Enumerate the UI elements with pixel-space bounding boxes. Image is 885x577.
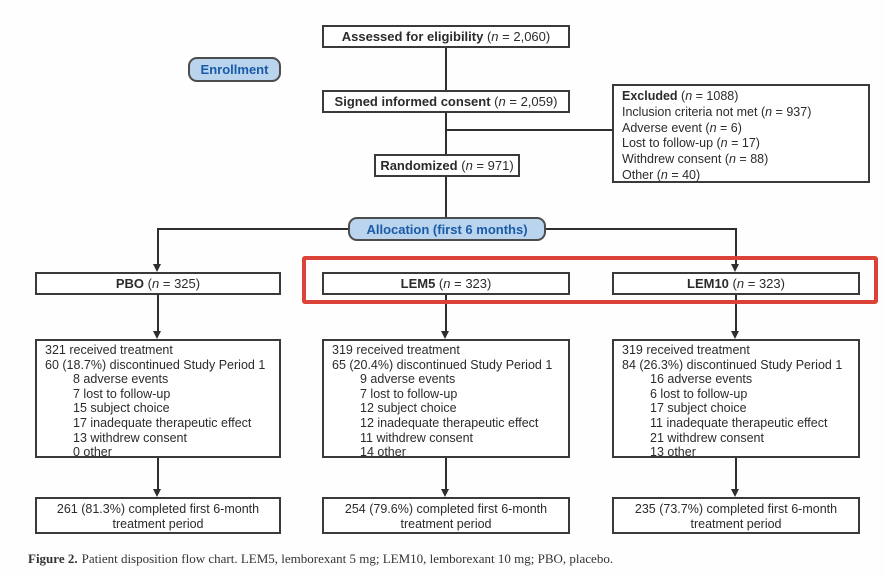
reason-line: 17 inadequate therapeutic effect [73, 415, 252, 430]
arm-header-pbo: PBO (n = 325) [35, 272, 281, 295]
connector-randomized-allocation [445, 177, 447, 217]
arrowhead-lem5-complete [441, 489, 449, 497]
arm-complete-pbo: 261 (81.3%) completed first 6-month trea… [35, 497, 281, 534]
arm-detail-lem10: 319 received treatment 84 (26.3%) discon… [612, 339, 860, 460]
excluded-item: Inclusion criteria not met (n = 937) [622, 104, 812, 119]
connector-to-lem10 [735, 228, 737, 265]
excluded-item: Other (n = 40) [622, 167, 701, 182]
connector-lem5-detail [445, 295, 447, 332]
reason-line: 13 other [650, 445, 696, 460]
excluded-n: 1088 [706, 89, 735, 103]
arm-complete-lem5: 254 (79.6%) completed first 6-month trea… [322, 497, 570, 534]
reason-line: 11 inadequate therapeutic effect [650, 415, 828, 430]
signed-consent-box: Signed informed consent (n = 2,059) [322, 90, 570, 113]
reason-line: 11 withdrew consent [360, 430, 474, 445]
allocation-stage-label: Allocation (first 6 months) [348, 217, 546, 241]
excluded-item: Lost to follow-up (n = 17) [622, 136, 760, 151]
reason-line: 16 adverse events [650, 372, 753, 387]
reason-line: 8 adverse events [73, 372, 169, 387]
received-line: 319 received treatment [332, 343, 460, 357]
discontinued-line: 84 (26.3%) discontinued Study Period 1 [622, 357, 843, 372]
excluded-box: Excluded (n = 1088) Inclusion criteria n… [612, 84, 870, 183]
enrollment-stage-label: Enrollment [188, 57, 281, 82]
connector-lem5-complete [445, 458, 447, 490]
arrowhead-lem5-detail [441, 331, 449, 339]
assessed-n: 2,060 [513, 29, 546, 44]
arrowhead-lem10 [731, 264, 739, 272]
excluded-title: Excluded [622, 89, 678, 103]
received-line: 321 received treatment [45, 343, 173, 357]
connector-pbo-detail [157, 295, 159, 332]
arrowhead-pbo-detail [153, 331, 161, 339]
assessed-eligibility-box: Assessed for eligibility (n = 2,060) [322, 25, 570, 48]
arrowhead-lem10-complete [731, 489, 739, 497]
assessed-label: Assessed for eligibility [341, 29, 484, 44]
reason-line: 21 withdrew consent [650, 430, 764, 445]
excluded-item: Adverse event (n = 6) [622, 120, 742, 135]
received-line: 319 received treatment [622, 343, 750, 357]
reason-line: 9 adverse events [360, 372, 456, 387]
connector-pbo-complete [157, 458, 159, 490]
reason-line: 7 lost to follow-up [73, 386, 171, 401]
reason-line: 6 lost to follow-up [650, 386, 748, 401]
figure-caption: Figure 2.Patient disposition flow chart.… [28, 551, 613, 567]
randomized-box: Randomized (n = 971) [374, 154, 520, 177]
caption-label: Figure 2. [28, 551, 78, 566]
reason-line: 12 inadequate therapeutic effect [360, 415, 539, 430]
consent-label: Signed informed consent [334, 94, 491, 109]
discontinued-line: 60 (18.7%) discontinued Study Period 1 [45, 357, 266, 372]
arm-detail-lem5: 319 received treatment 65 (20.4%) discon… [322, 339, 570, 460]
connector-assessed-consent [445, 48, 447, 90]
arm-header-lem5: LEM5 (n = 323) [322, 272, 570, 295]
arm-complete-lem10: 235 (73.7%) completed first 6-month trea… [612, 497, 860, 534]
connector-excluded-branch [446, 129, 612, 131]
arm-detail-pbo: 321 received treatment 60 (18.7%) discon… [35, 339, 281, 460]
allocation-text: Allocation (first 6 months) [366, 221, 528, 237]
reason-line: 7 lost to follow-up [360, 386, 458, 401]
excluded-item: Withdrew consent (n = 88) [622, 152, 769, 167]
enrollment-text: Enrollment [200, 62, 269, 77]
connector-lem10-detail [735, 295, 737, 332]
consent-n: 2,059 [520, 94, 554, 109]
excluded-title-line: Excluded (n = 1088) [622, 89, 739, 103]
discontinued-line: 65 (20.4%) discontinued Study Period 1 [332, 357, 553, 372]
reason-line: 14 other [360, 445, 406, 460]
connector-to-pbo [157, 228, 159, 265]
caption-text: Patient disposition flow chart. LEM5, le… [81, 551, 614, 566]
arrowhead-pbo [153, 264, 161, 272]
randomized-label: Randomized [380, 158, 458, 173]
arrowhead-pbo-complete [153, 489, 161, 497]
arrowhead-lem10-detail [731, 331, 739, 339]
reason-line: 0 other [73, 445, 112, 460]
arm-header-lem10: LEM10 (n = 323) [612, 272, 860, 295]
connector-consent-randomized [445, 113, 447, 154]
reason-line: 17 subject choice [650, 401, 747, 416]
reason-line: 15 subject choice [73, 401, 170, 416]
highlight-rectangle [302, 256, 878, 304]
randomized-n: 971 [487, 158, 510, 173]
reason-line: 12 subject choice [360, 401, 457, 416]
connector-lem10-complete [735, 458, 737, 490]
reason-line: 13 withdrew consent [73, 430, 187, 445]
